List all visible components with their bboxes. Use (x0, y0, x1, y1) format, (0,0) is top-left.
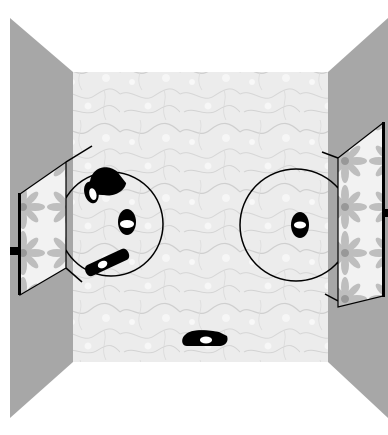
left-projector (10, 247, 19, 255)
floor (73, 72, 328, 362)
left-screen-frame (18, 193, 21, 295)
right-projector (383, 209, 388, 217)
person-right-zone (291, 212, 309, 238)
person-left-middle (118, 209, 136, 235)
